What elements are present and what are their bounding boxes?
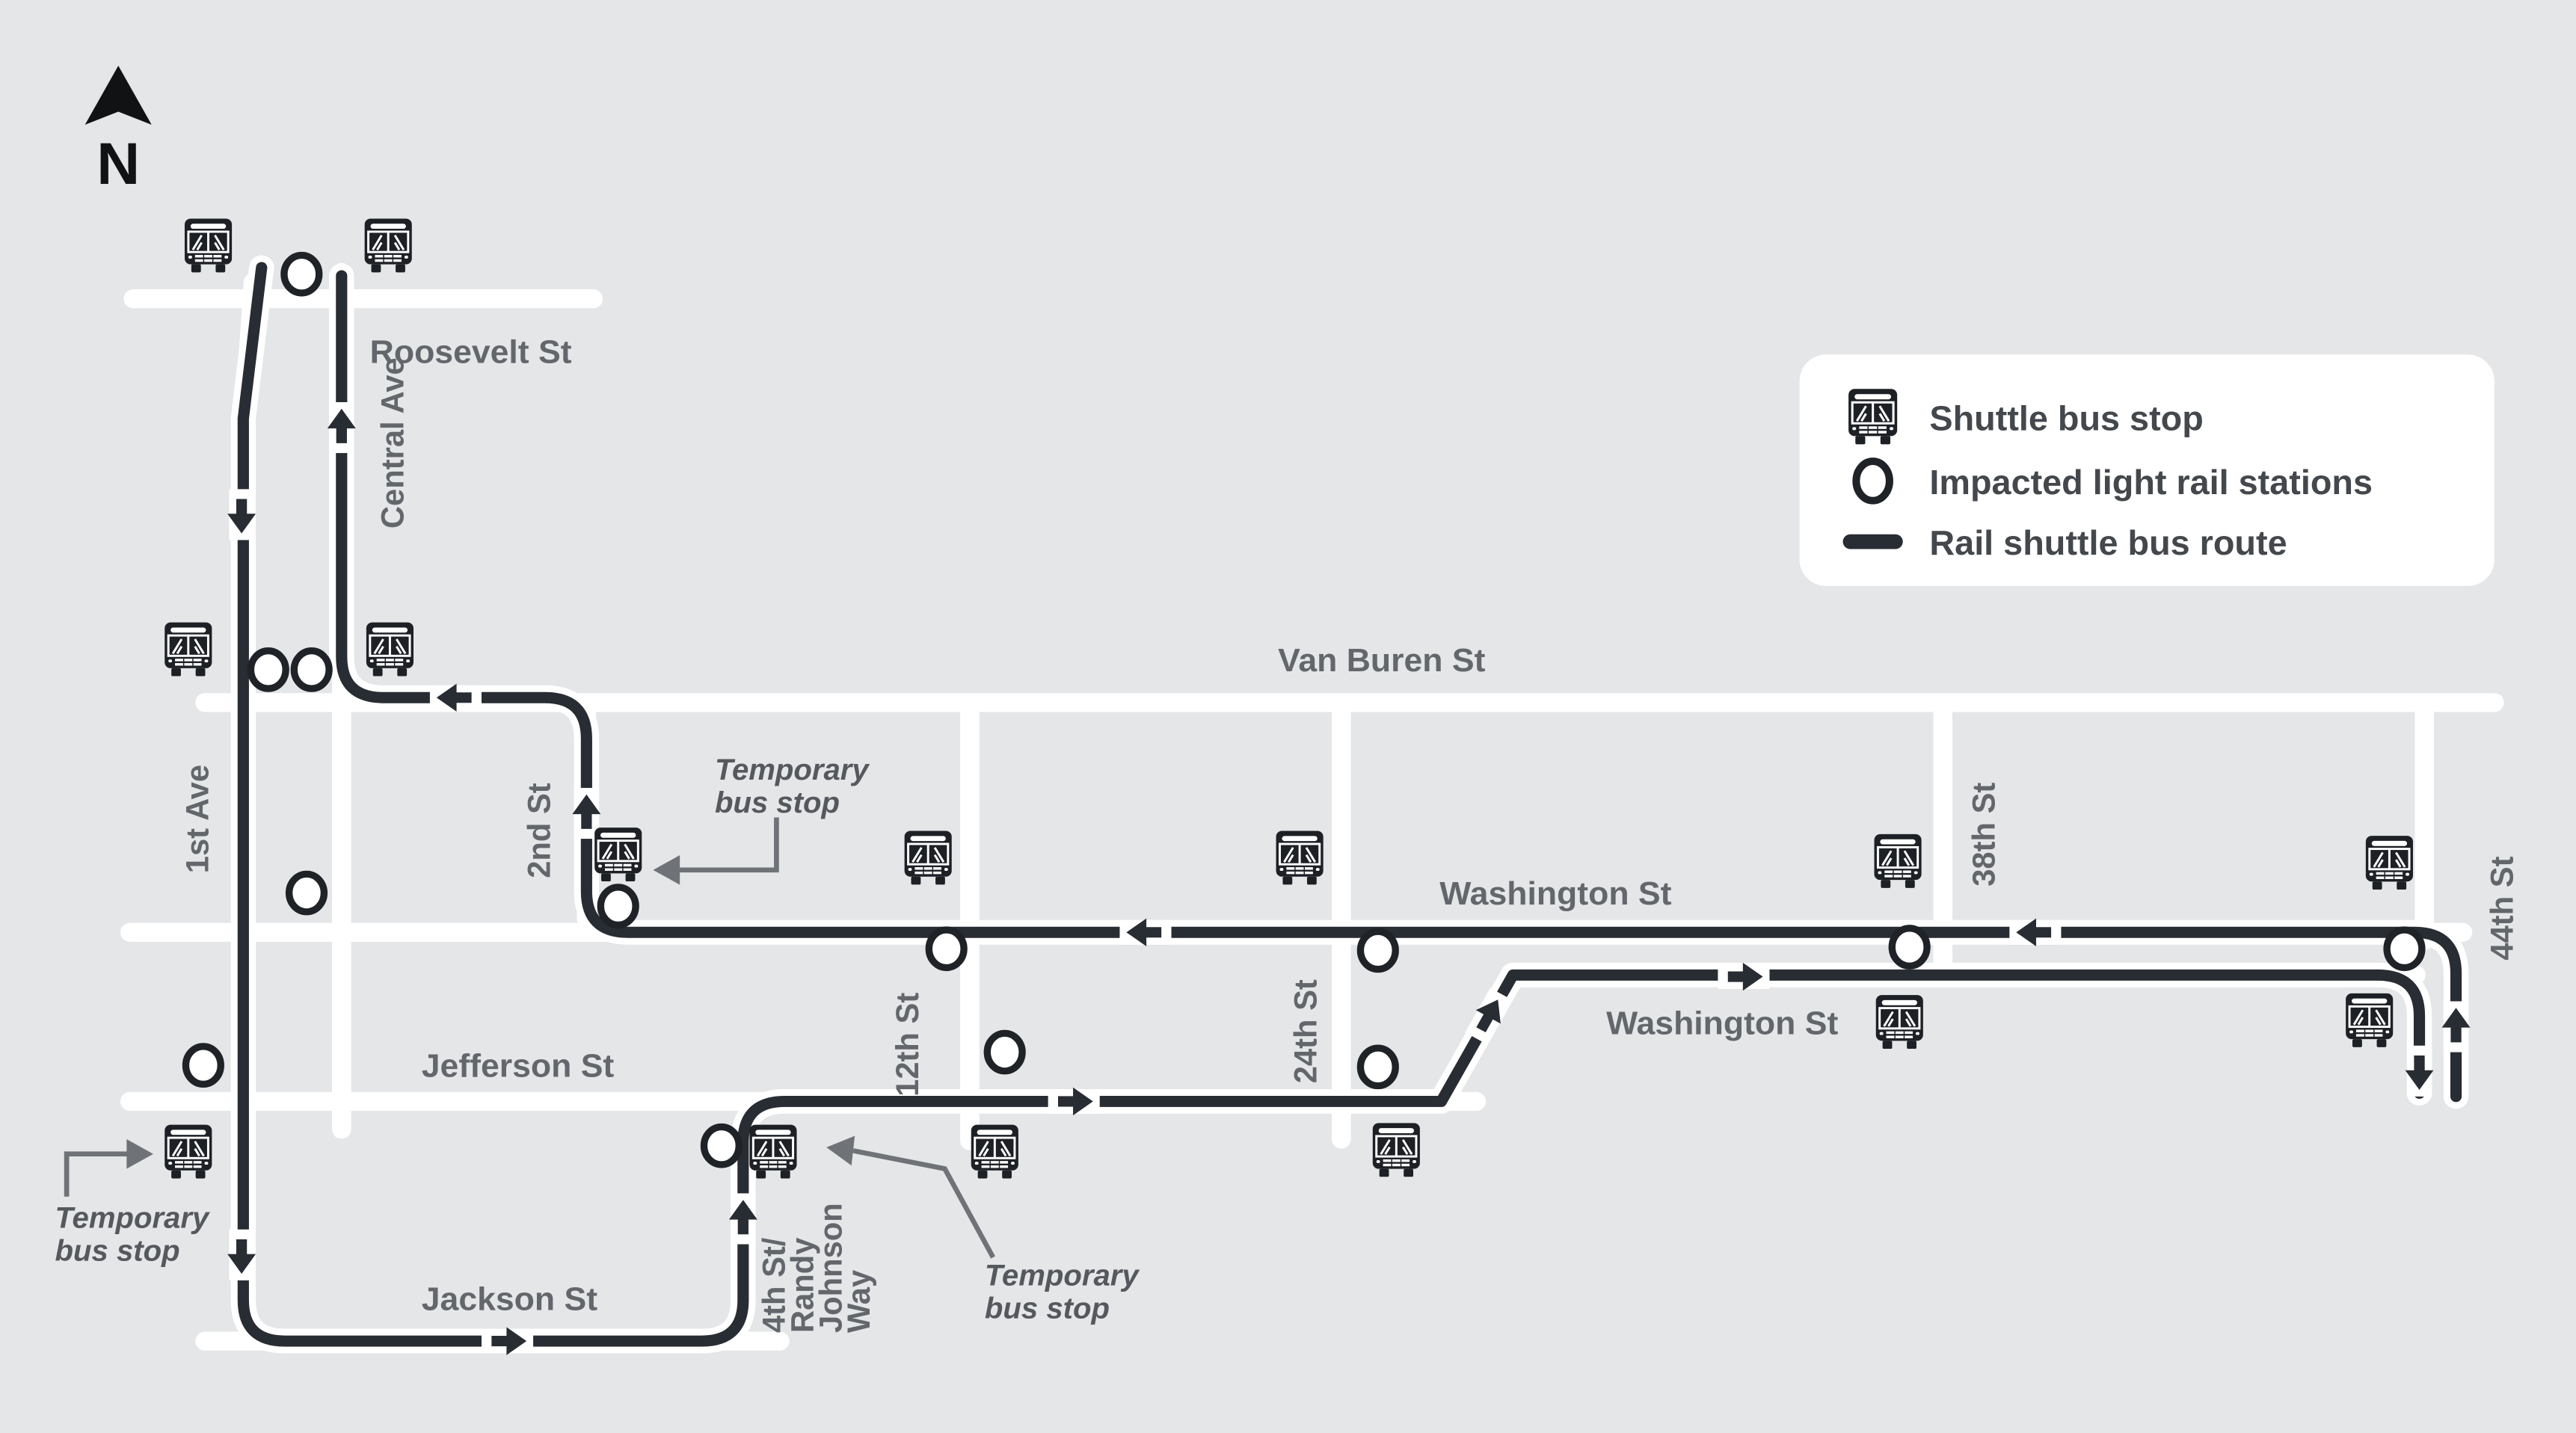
- light-rail-station-van-buren-east: [294, 651, 329, 689]
- label-jefferson-st: Jefferson St: [422, 1048, 615, 1085]
- route-arrow-right-washington-lower: [1718, 962, 1770, 991]
- light-rail-station-44th-washington: [2387, 930, 2422, 968]
- label-4th-st-line1: 4th St/: [756, 1237, 791, 1333]
- route-arrow-up-central-ave: [327, 401, 356, 454]
- bus-stop-icon-van-buren-west: [163, 621, 213, 678]
- legend: Shuttle bus stop Impacted light rail sta…: [1799, 354, 2494, 586]
- bus-stop-icon-4th-st-temporary: [748, 1124, 798, 1180]
- label-jackson-st: Jackson St: [422, 1281, 598, 1318]
- light-rail-station-12th-washington: [929, 930, 964, 968]
- legend-shuttle-route-label: Rail shuttle bus route: [1929, 524, 2287, 563]
- label-4th-st-randy-johnson-way: 4th St/ Randy Johnson Way: [756, 1203, 876, 1333]
- label-roosevelt-st: Roosevelt St: [370, 334, 572, 371]
- bus-stop-icon-38th-washington: [1873, 833, 1923, 890]
- annotation-temp-stop-4th: Temporary bus stop: [826, 1135, 1140, 1325]
- route-arrow-right-jackson: [481, 1327, 534, 1355]
- label-4th-st-line2: Randy: [784, 1237, 820, 1333]
- light-rail-station-van-buren-west: [250, 651, 286, 689]
- route-arrow-down-44th: [2405, 1045, 2434, 1097]
- bus-stop-icon-38th-washington-lower: [1875, 993, 1925, 1050]
- label-1st-ave: 1st Ave: [179, 765, 215, 873]
- light-rail-station-1st-washington: [289, 874, 325, 912]
- street-labels-horizontal: Roosevelt St Van Buren St Washington St …: [370, 334, 1839, 1318]
- label-4th-st-line3: Johnson: [813, 1203, 848, 1333]
- label-washington-st-upper: Washington St: [1439, 875, 1671, 912]
- annotation-temp-2nd-line2: bus stop: [715, 786, 840, 819]
- annotation-temp-4th-line2: bus stop: [985, 1292, 1110, 1325]
- label-central-ave: Central Ave: [375, 357, 410, 528]
- legend-route-line-icon: [1842, 534, 1903, 549]
- street-labels-vertical: 1st Ave Central Ave 2nd St 12th St 24th …: [179, 357, 2519, 1333]
- annotation-temp-1st-line2: bus stop: [55, 1235, 180, 1268]
- route-arrow-up-44th: [2441, 1001, 2471, 1053]
- annotation-temp-stop-1st: Temporary bus stop: [55, 1138, 211, 1268]
- north-arrow-icon: [84, 65, 152, 125]
- route-arrow-up-4th-st: [728, 1193, 757, 1245]
- legend-box: [1799, 354, 2494, 586]
- route-arrow-left-washington-2: [2009, 918, 2062, 946]
- bus-stop-icon-44th-washington: [2364, 834, 2414, 891]
- label-van-buren-st: Van Buren St: [1278, 642, 1486, 679]
- route-arrow-left-van-buren: [429, 683, 482, 712]
- legend-impacted-stations-label: Impacted light rail stations: [1929, 463, 2373, 502]
- bus-stop-icon-1st-ave-temporary: [163, 1124, 213, 1180]
- label-washington-st-lower: Washington St: [1606, 1005, 1838, 1042]
- label-2nd-st: 2nd St: [521, 783, 556, 878]
- annotation-arrowhead-icon: [126, 1138, 154, 1169]
- label-38th-st: 38th St: [1966, 783, 2001, 887]
- route-arrow-left-washington-1: [1119, 918, 1172, 946]
- bus-stop-icon-12th-washington: [903, 830, 953, 886]
- bus-stop-icon-24th-washington: [1275, 830, 1325, 886]
- bus-stop-icon-44th-washington-lower: [2344, 992, 2394, 1049]
- bus-stop-icon-roosevelt-east: [363, 217, 414, 274]
- bus-stop-icon-van-buren-east: [365, 621, 415, 678]
- annotation-arrow-line: [64, 1151, 137, 1197]
- annotation-temp-stop-2nd: Temporary bus stop: [653, 754, 870, 885]
- legend-bus-icon: [1847, 387, 1899, 446]
- route-arrow-right-jefferson: [1048, 1087, 1100, 1116]
- light-rail-station-4th-jefferson: [704, 1127, 739, 1165]
- light-rail-station-roosevelt: [284, 255, 319, 293]
- bus-stop-icon-roosevelt-west: [183, 217, 233, 274]
- light-rail-station-24th-jefferson: [1360, 1048, 1395, 1086]
- bus-stop-icon-12th-jefferson: [970, 1124, 1020, 1180]
- route-arrow-down-1st-ave-south: [227, 1229, 256, 1281]
- annotation-temp-1st-line1: Temporary: [55, 1202, 211, 1235]
- annotation-temp-2nd-line1: Temporary: [715, 754, 870, 786]
- light-rail-station-38th-washington: [1892, 928, 1927, 967]
- route-arrow-down-1st-ave: [227, 489, 256, 540]
- label-4th-st-line4: Way: [841, 1269, 876, 1333]
- annotation-arrow-line: [852, 1148, 996, 1259]
- light-rail-station-2nd-washington: [600, 887, 636, 925]
- light-rail-station-1st-jefferson: [185, 1047, 221, 1085]
- north-indicator: N: [84, 65, 152, 197]
- bus-stop-icon-24th-jefferson: [1371, 1121, 1421, 1178]
- annotation-arrowhead-icon: [653, 855, 680, 885]
- light-rail-station-12th-jefferson: [987, 1033, 1022, 1071]
- route-outbound: [237, 262, 2426, 1347]
- light-rail-station-24th-washington: [1360, 931, 1395, 970]
- annotation-arrow-line: [669, 817, 779, 873]
- annotation-temp-4th-line1: Temporary: [985, 1260, 1140, 1292]
- label-12th-st: 12th St: [890, 993, 925, 1097]
- bus-stop-icon-2nd-st-temporary: [593, 826, 643, 883]
- label-44th-st: 44th St: [2484, 857, 2519, 961]
- label-24th-st: 24th St: [1288, 979, 1323, 1083]
- legend-station-icon: [1852, 457, 1893, 505]
- north-label: N: [96, 130, 140, 196]
- annotation-arrowhead-icon: [826, 1135, 855, 1166]
- legend-shuttle-stop-label: Shuttle bus stop: [1929, 399, 2203, 438]
